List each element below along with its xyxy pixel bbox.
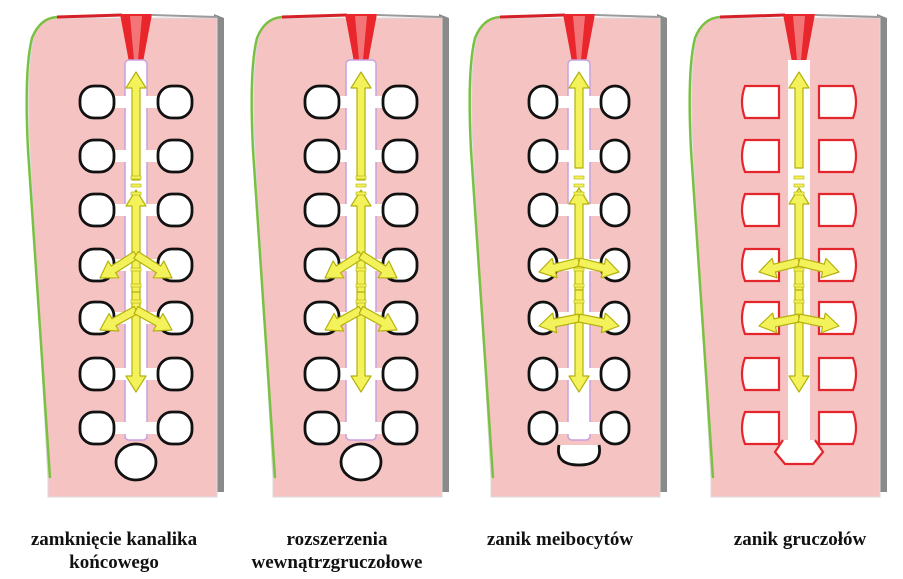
flow-dash — [356, 192, 366, 195]
acinus-right — [383, 194, 417, 226]
flow-dash — [574, 192, 584, 195]
flow-dash — [794, 176, 804, 179]
flow-dash — [131, 192, 141, 195]
acinus-left — [742, 194, 779, 226]
acinus-left — [529, 86, 557, 118]
flow-dash — [131, 184, 141, 187]
acinus-right — [601, 86, 629, 118]
acinus-left — [80, 358, 114, 390]
acinus-left — [742, 86, 779, 118]
acinus-right — [819, 86, 856, 118]
acinus-right — [158, 86, 192, 118]
flow-dash — [794, 284, 804, 287]
acinus-left — [305, 140, 339, 172]
acinus-right — [383, 412, 417, 444]
acinus-left — [529, 358, 557, 390]
caption-panel-1: zamknięcie kanalika końcowego — [0, 528, 228, 574]
flow-dash — [131, 268, 141, 271]
flow-dash — [574, 184, 584, 187]
acinus-right — [601, 412, 629, 444]
acinus-left — [529, 194, 557, 226]
acinus-left — [529, 140, 557, 172]
acinus-right — [383, 86, 417, 118]
acinus-left — [80, 412, 114, 444]
caption-panel-2: rozszerzenia wewnątrzgruczołowe — [222, 528, 452, 574]
flow-dash — [356, 284, 366, 287]
diagram-svg — [0, 0, 903, 510]
terminal-acinus — [558, 445, 599, 465]
acinus-left — [80, 194, 114, 226]
flow-dash — [574, 176, 584, 179]
panel-3 — [470, 14, 667, 497]
acinus-right — [383, 358, 417, 390]
flow-dash — [356, 268, 366, 271]
acinus-left — [80, 140, 114, 172]
flow-dash — [794, 300, 804, 303]
flow-dash — [131, 176, 141, 179]
flow-dash — [574, 300, 584, 303]
acinus-right — [158, 358, 192, 390]
flow-dash — [574, 268, 584, 271]
lid-margin-line — [57, 15, 122, 17]
acinus-right — [819, 358, 856, 390]
acinus-left — [305, 358, 339, 390]
acinus-right — [819, 412, 856, 444]
lid-margin-line-right — [152, 15, 217, 17]
acinus-right — [601, 358, 629, 390]
panel-4 — [690, 14, 887, 497]
acinus-left — [305, 194, 339, 226]
lid-margin-line — [500, 15, 565, 17]
lid-margin-line-right — [815, 15, 880, 17]
acinus-left — [742, 412, 779, 444]
acinus-right — [819, 140, 856, 172]
acinus-left — [742, 140, 779, 172]
acinus-right — [158, 140, 192, 172]
acinus-right — [601, 194, 629, 226]
panel-2 — [252, 14, 449, 497]
terminal-acinus — [116, 444, 156, 480]
terminal-acinus — [341, 444, 381, 480]
caption-panel-3: zanik meibocytów — [460, 528, 660, 551]
flow-dash — [794, 268, 804, 271]
acinus-right — [601, 140, 629, 172]
flow-dash — [794, 184, 804, 187]
acinus-right — [819, 194, 856, 226]
flow-dash — [356, 300, 366, 303]
acinus-right — [158, 412, 192, 444]
acinus-right — [158, 194, 192, 226]
acinus-left — [80, 86, 114, 118]
lid-margin-line — [720, 15, 785, 17]
acinus-right — [383, 140, 417, 172]
lid-margin-line-right — [595, 15, 660, 17]
caption-panel-4: zanik gruczołów — [700, 528, 900, 551]
acinus-left — [529, 412, 557, 444]
lid-margin-line-right — [377, 15, 442, 17]
flow-dash — [356, 184, 366, 187]
acinus-left — [305, 412, 339, 444]
panel-1 — [27, 14, 224, 497]
terminal-acinus — [775, 440, 823, 464]
lid-margin-line — [282, 15, 347, 17]
acinus-left — [305, 86, 339, 118]
flow-dash — [794, 192, 804, 195]
flow-dash — [574, 284, 584, 287]
flow-dash — [356, 176, 366, 179]
flow-dash — [131, 284, 141, 287]
acinus-left — [742, 358, 779, 390]
flow-dash — [131, 300, 141, 303]
